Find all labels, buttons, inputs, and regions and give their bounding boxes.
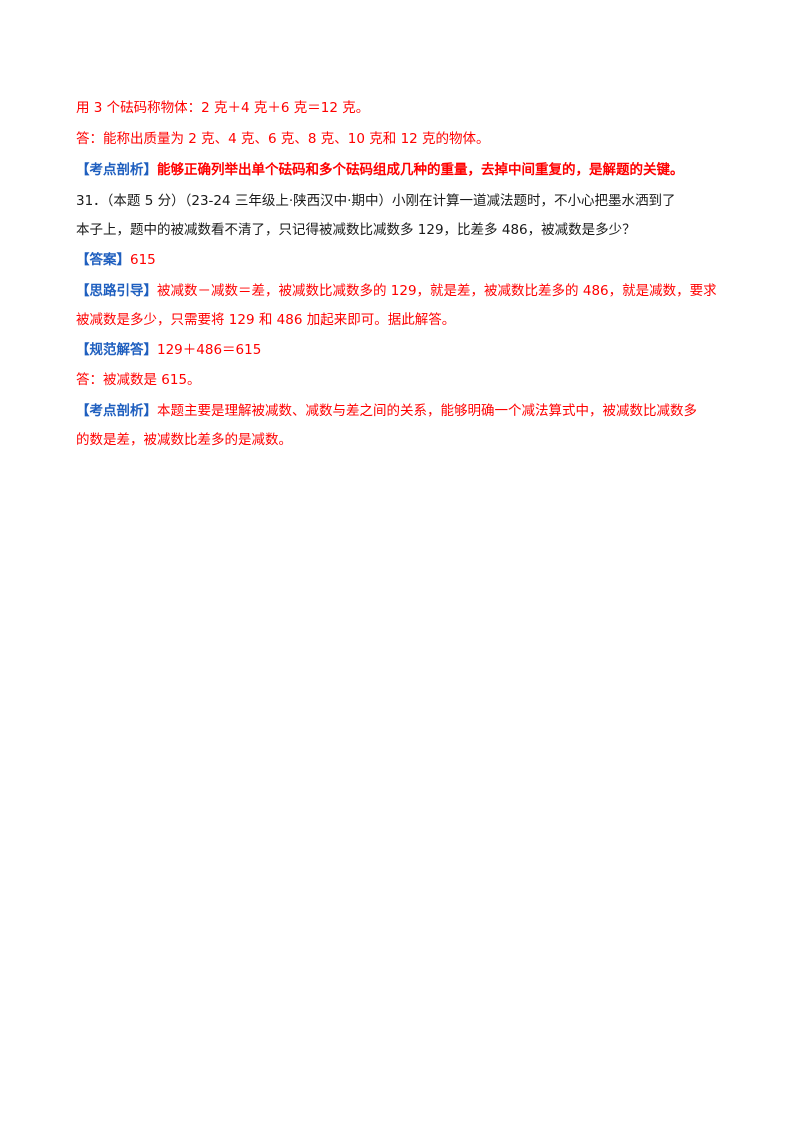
prev-analysis-line: 【考点剖析】能够正确列举出单个砝码和多个砝码组成几种的重量，去掉中间重复的，是解… (76, 160, 684, 180)
analysis-line-2: 的数是差，被减数比差多的是减数。 (76, 430, 292, 450)
prev-analysis-tag: 【考点剖析】 (76, 162, 157, 178)
answer-value: 615 (130, 252, 156, 268)
guide-line-2: 被减数是多少，只需要将 129 和 486 加起来即可。据此解答。 (76, 310, 455, 330)
solution-tag: 【规范解答】 (76, 342, 157, 358)
prev-answer-line: 答：能称出质量为 2 克、4 克、6 克、8 克、10 克和 12 克的物体。 (76, 129, 490, 149)
analysis-text-2: 的数是差，被减数比差多的是减数。 (76, 432, 292, 448)
analysis-text-1: 本题主要是理解被减数、减数与差之间的关系，能够明确一个减法算式中，被减数比减数多 (157, 403, 697, 419)
question-31-stem-text-2: 本子上，题中的被减数看不清了，只记得被减数比减数多 129，比差多 486，被减… (76, 222, 636, 238)
analysis-line-1: 【考点剖析】本题主要是理解被减数、减数与差之间的关系，能够明确一个减法算式中，被… (76, 401, 697, 421)
weights-calculation-text: 用 3 个砝码称物体：2 克＋4 克＋6 克＝12 克。 (76, 100, 370, 116)
question-31-stem-line-1: 31．（本题 5 分）（23-24 三年级上·陕西汉中·期中）小刚在计算一道减法… (76, 191, 675, 211)
answer-tag: 【答案】 (76, 252, 130, 268)
guide-tag: 【思路引导】 (76, 283, 157, 299)
solution-line: 【规范解答】129＋486＝615 (76, 340, 261, 360)
prev-answer-text: 答：能称出质量为 2 克、4 克、6 克、8 克、10 克和 12 克的物体。 (76, 131, 490, 147)
weights-calculation-line: 用 3 个砝码称物体：2 克＋4 克＋6 克＝12 克。 (76, 98, 369, 118)
solution-expression: 129＋486＝615 (157, 342, 262, 358)
guide-text-2: 被减数是多少，只需要将 129 和 486 加起来即可。据此解答。 (76, 312, 456, 328)
guide-text-1: 被减数－减数＝差，被减数比减数多的 129，就是差，被减数比差多的 486，就是… (157, 283, 717, 299)
question-31-stem-line-2: 本子上，题中的被减数看不清了，只记得被减数比减数多 129，比差多 486，被减… (76, 220, 636, 240)
prev-analysis-text: 能够正确列举出单个砝码和多个砝码组成几种的重量，去掉中间重复的，是解题的关键。 (157, 162, 684, 178)
final-answer-text: 答：被减数是 615。 (76, 372, 201, 388)
question-31-stem-text-1: 31．（本题 5 分）（23-24 三年级上·陕西汉中·期中）小刚在计算一道减法… (76, 193, 676, 209)
final-answer-line: 答：被减数是 615。 (76, 370, 201, 390)
guide-line-1: 【思路引导】被减数－减数＝差，被减数比减数多的 129，就是差，被减数比差多的 … (76, 281, 717, 301)
analysis-tag: 【考点剖析】 (76, 403, 157, 419)
answer-line: 【答案】615 (76, 250, 156, 270)
